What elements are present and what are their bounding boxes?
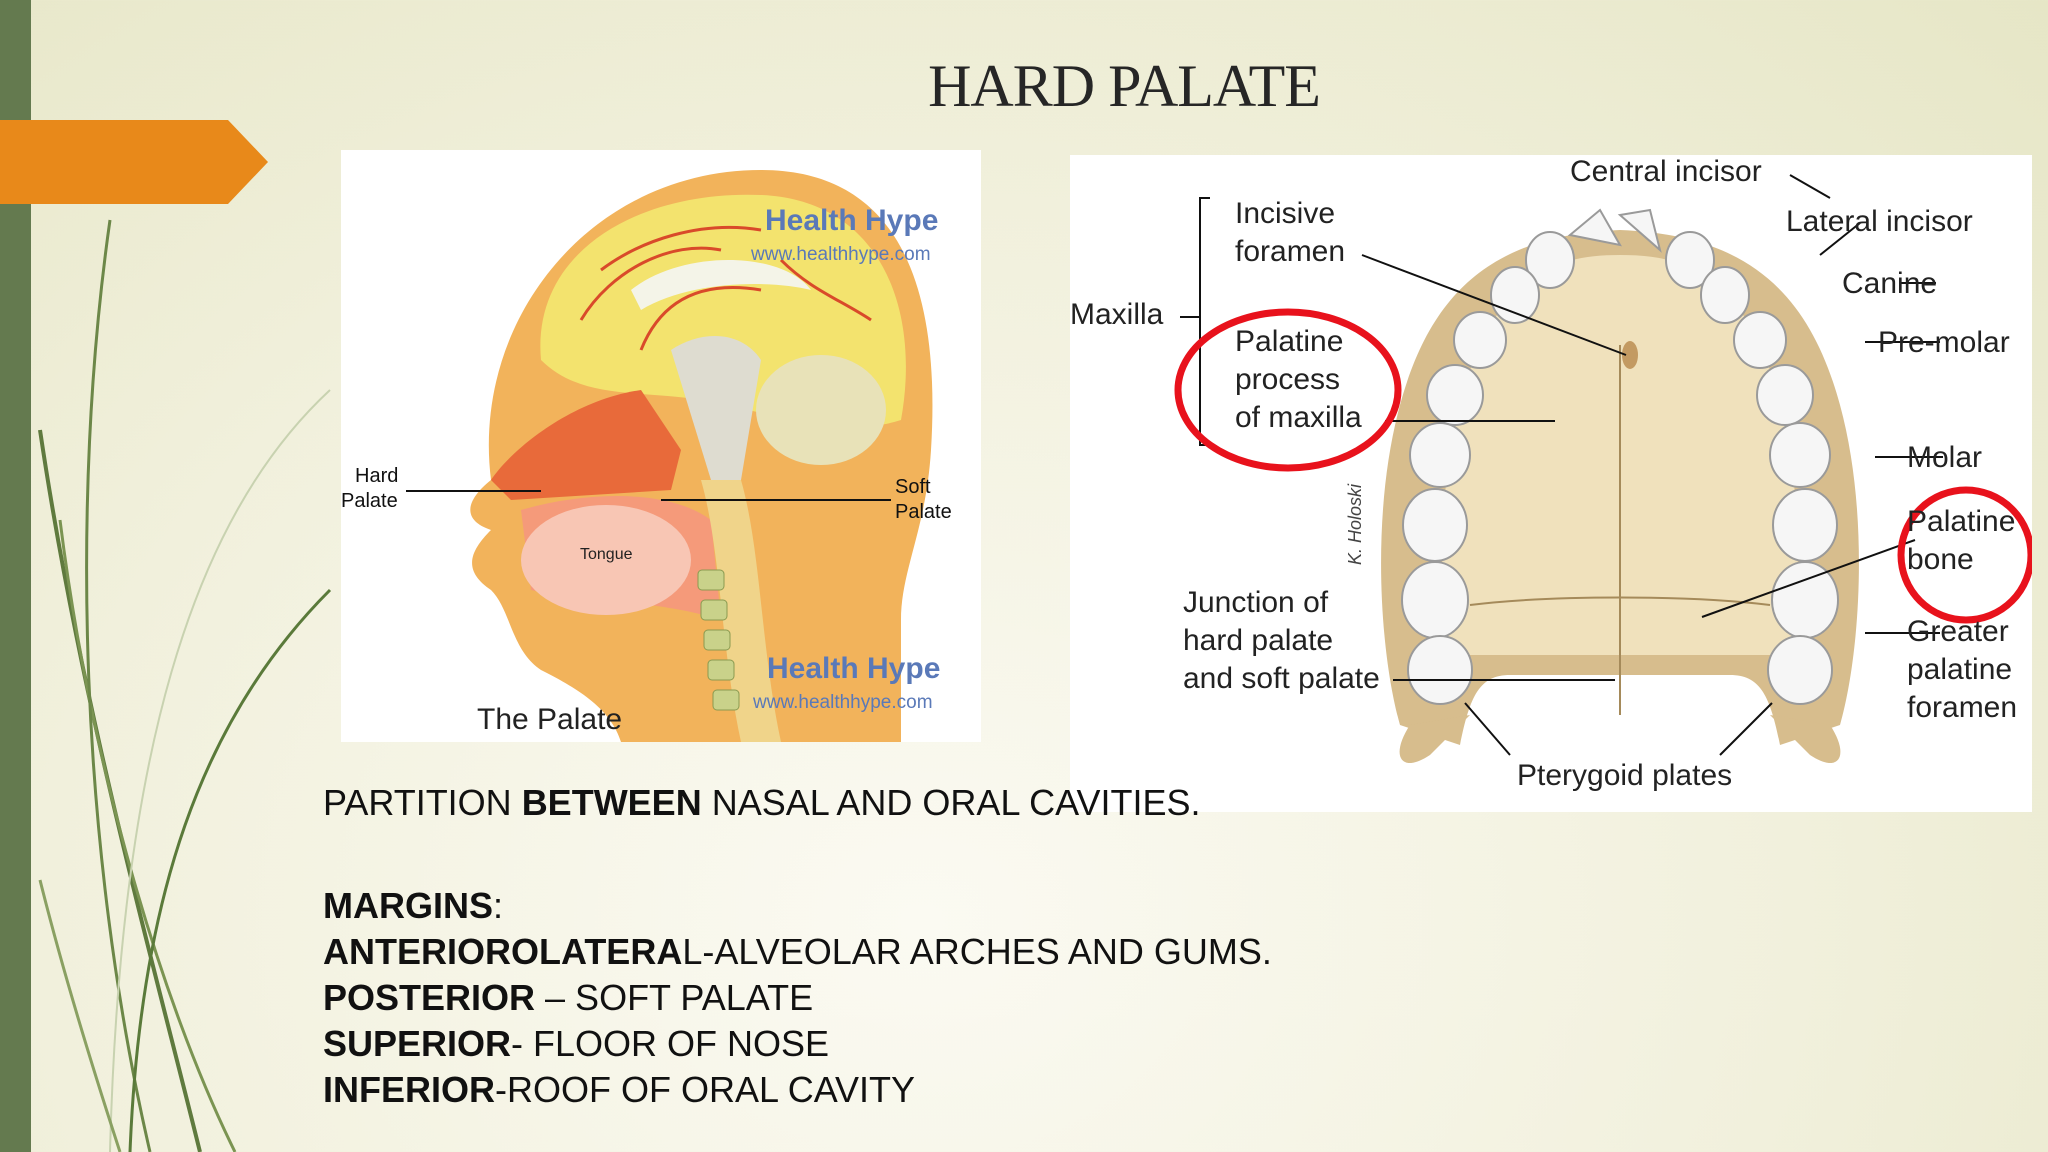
label-junction-3: and soft palate [1183,662,1380,695]
label-palatine-process-1: Palatine [1235,325,1344,358]
margins-colon: : [493,885,504,926]
slide-body-text: PARTITION BETWEEN NASAL AND ORAL CAVITIE… [323,780,1523,1113]
figure-palate-inferior: Central incisor Lateral incisor Canine P… [1070,155,2035,812]
head-watermark-name-1: Health Hype [765,204,939,237]
label-canine: Canine [1842,267,1938,300]
label-greater-1: Greater [1907,615,2009,648]
head-watermark-url-1: www.healthhype.com [751,244,931,265]
head-watermark-url-2: www.healthhype.com [753,692,933,713]
inferior-text: -ROOF OF ORAL CAVITY [495,1069,916,1110]
inferior-label: INFERIOR [323,1069,496,1110]
label-molar: Molar [1907,441,1983,474]
posterior-label: POSTERIOR [323,977,536,1018]
margins-label: MARGINS [323,885,493,926]
anterolateral-text: L-ALVEOLAR ARCHES AND GUMS. [682,931,1272,972]
label-pterygoid: Pterygoid plates [1517,759,1733,792]
label-soft: Soft [895,476,931,498]
label-junction-2: hard palate [1183,624,1334,657]
inferior-line: INFERIOR-ROOF OF ORAL CAVITY [323,1067,1523,1113]
partition-rest: NASAL AND ORAL CAVITIES. [701,782,1201,823]
superior-line: SUPERIOR- FLOOR OF NOSE [323,1021,1523,1067]
slide-title: HARD PALATE [928,53,1321,119]
label-incisive-1: Incisive [1235,197,1336,230]
label-incisive-2: foramen [1235,235,1346,268]
superior-text: - FLOOR OF NOSE [511,1023,830,1064]
label-maxilla: Maxilla [1070,298,1164,331]
posterior-text: – SOFT PALATE [535,977,814,1018]
palate-illustration [1174,174,2035,764]
head-illustration [406,170,933,742]
label-lateral-incisor: Lateral incisor [1786,205,1973,238]
anterolateral-label: ANTERIOROLATERA [323,931,683,972]
label-palatine-bone-2: bone [1907,543,1974,576]
posterior-line: POSTERIOR – SOFT PALATE [323,975,1523,1021]
head-caption: The Palate [477,703,623,736]
partition-bold: BETWEEN [521,782,702,823]
decorative-fronds [38,219,332,1152]
anterolateral-line: ANTERIOROLATERAL-ALVEOLAR ARCHES AND GUM… [323,929,1523,975]
label-greater-3: foramen [1907,691,2018,724]
partition-line: PARTITION BETWEEN NASAL AND ORAL CAVITIE… [323,780,1523,826]
accent-arrow [0,120,268,204]
label-hard-palate: Palate [341,490,398,512]
label-greater-2: palatine [1907,653,2013,686]
partition-text: PARTITION [323,782,522,823]
label-palatine-bone-1: Palatine [1907,505,2016,538]
superior-label: SUPERIOR [323,1023,512,1064]
label-palatine-process-2: process [1235,363,1341,396]
label-pre-molar: Pre-molar [1878,326,2010,359]
label-junction-1: Junction of [1183,586,1329,619]
figure-head-sagittal: Health Hype www.healthhype.com Health Hy… [341,150,981,742]
artist-signature: K. Holoski [1345,483,1365,565]
margins-heading: MARGINS: [323,883,1523,929]
label-soft-palate: Palate [895,501,952,523]
label-tongue: Tongue [580,546,633,563]
head-watermark-name-2: Health Hype [767,652,941,685]
label-central-incisor: Central incisor [1570,155,1762,188]
label-hard: Hard [355,465,399,487]
label-palatine-process-3: of maxilla [1235,401,1362,434]
